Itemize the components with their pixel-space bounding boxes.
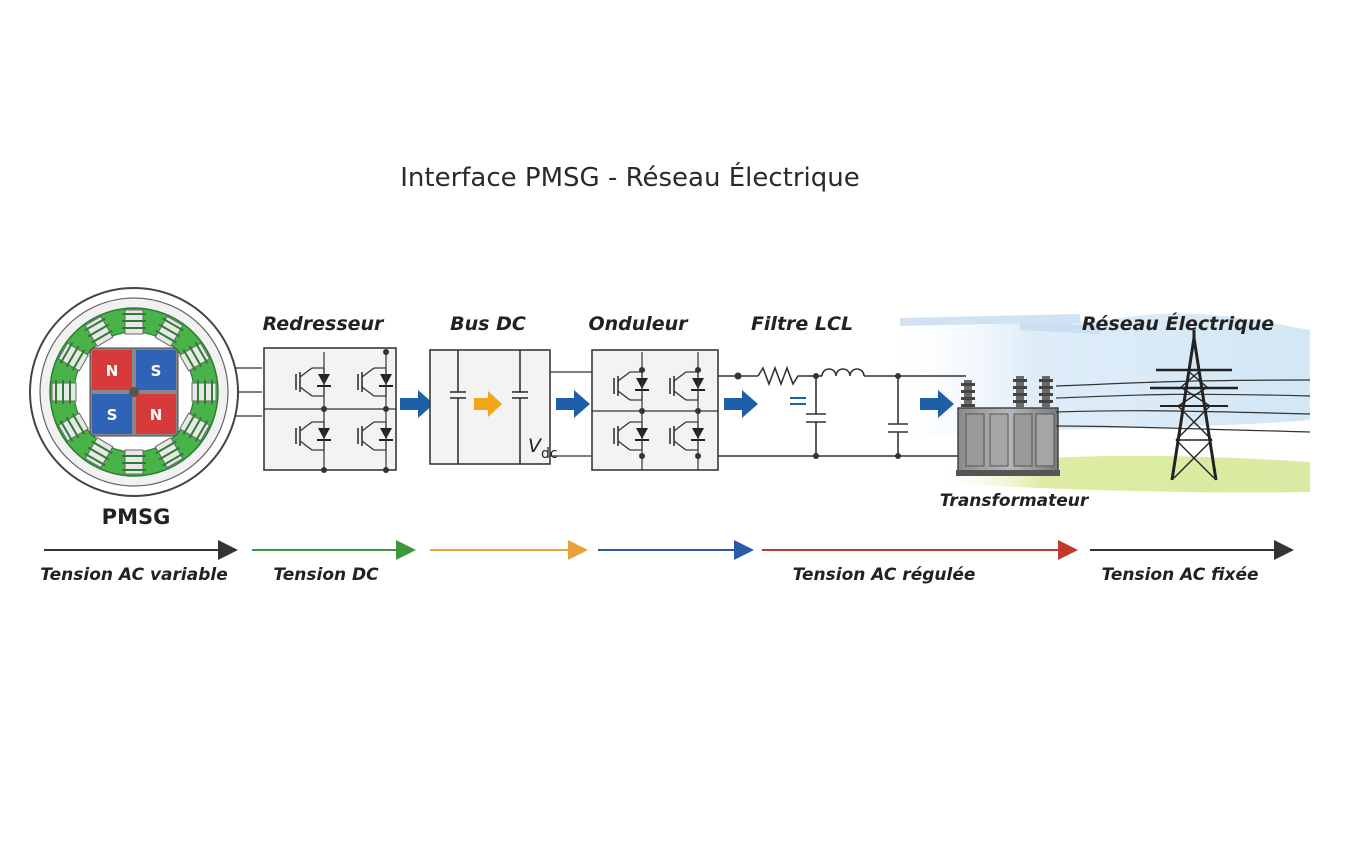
stator-tooth (57, 342, 89, 372)
flow-arrow (400, 390, 434, 418)
magnet-north (92, 350, 132, 390)
stator-tooth (84, 315, 114, 347)
transmission-tower (1055, 330, 1311, 481)
stage-label-filtre-lcl: Filtre LCL (751, 313, 853, 335)
band-label-dc: Tension DC (273, 565, 379, 585)
stage-label-onduleur: Onduleur (588, 313, 689, 335)
vdc-label: Vdc (528, 435, 558, 462)
stator-tooth (51, 380, 77, 404)
pmsg-label: PMSG (102, 505, 171, 529)
magnet-south (92, 394, 132, 434)
magnet-label-n: N (150, 406, 163, 424)
flow-arrow (920, 390, 954, 418)
transformer-bushing (1013, 376, 1027, 408)
stage-label-transformateur: Transformateur (940, 491, 1090, 511)
transformer-bushing (1039, 376, 1053, 408)
magnet-north (136, 394, 176, 434)
transformer-bushing (961, 380, 975, 408)
stator-tooth (122, 449, 146, 475)
bus-arrow (474, 391, 502, 417)
transformer (956, 376, 1060, 476)
stage-label-reseau: Réseau Électrique (1082, 312, 1274, 335)
magnet-label-s: S (151, 362, 162, 380)
band-label-ac-variable: Tension AC variable (40, 565, 227, 585)
band-label-ac-regulee: Tension AC régulée (793, 565, 976, 585)
inverter-block (591, 349, 719, 471)
magnet-label-n: N (106, 362, 119, 380)
stator-tooth (179, 342, 211, 372)
dc-bus-block (429, 349, 551, 465)
rectifier-block (263, 347, 397, 473)
stator-tooth (179, 412, 211, 442)
igbt-switch (357, 367, 393, 397)
stator-tooth (191, 380, 217, 404)
stator-tooth (84, 437, 114, 469)
pmsg-generator: N S S N (29, 287, 239, 497)
magnet-label-s: S (107, 406, 118, 424)
voltage-bands: Tension AC variable Tension DC Tension A… (40, 540, 1294, 585)
stator-tooth (154, 437, 184, 469)
stage-label-bus-dc: Bus DC (450, 313, 526, 335)
stator-tooth (57, 412, 89, 442)
page-title: Interface PMSG - Réseau Électrique (400, 161, 859, 193)
stage-label-redresseur: Redresseur (263, 313, 385, 335)
flow-arrow (724, 390, 758, 418)
flow-arrow (556, 390, 590, 418)
lcl-filter (718, 365, 966, 459)
band-label-ac-fixee: Tension AC fixée (1101, 565, 1258, 585)
stator-tooth (122, 309, 146, 335)
magnet-south (136, 350, 176, 390)
generator-wires (236, 367, 262, 417)
stator-tooth (154, 315, 184, 347)
